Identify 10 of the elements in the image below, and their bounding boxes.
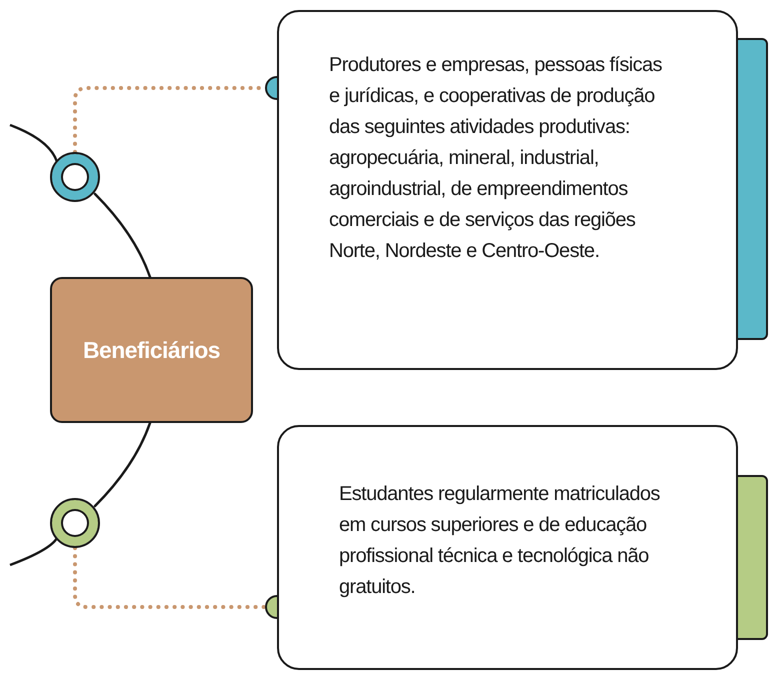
ring-marker: [50, 152, 100, 202]
curve-line: [94, 422, 152, 508]
ring-marker: [50, 498, 100, 548]
category-title: Beneficiários: [83, 336, 220, 365]
info-card: [277, 425, 738, 670]
info-card: [277, 10, 738, 370]
description-text: Estudantes regularmente matriculados em cursos superiores e de educação profissional técnica e tecnológica não gratuitos.: [339, 482, 661, 600]
curve-line: [94, 192, 152, 278]
description-text: Produtores e empresas, pessoas físicas e jurídicas, e cooperativas de produção das seguintes atividades produtivas: agropecuária, mineral, industrial, agroindustrial, de empreendimentos comerciais e de serviços das regiões Norte, Nordeste e Centro-Oeste.: [329, 53, 663, 264]
category-box: [50, 277, 253, 423]
